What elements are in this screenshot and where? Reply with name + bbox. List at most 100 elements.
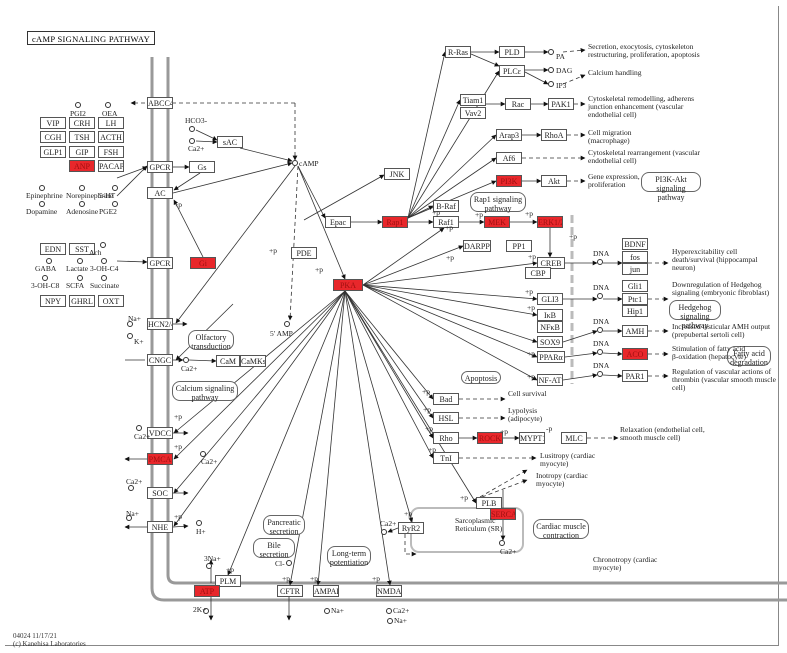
compound-ca[interactable] [128, 485, 134, 491]
compound-oea[interactable] [105, 102, 111, 108]
gene-node-jnk[interactable]: JNK [384, 168, 410, 180]
gene-node-pld[interactable]: PLD [499, 46, 525, 58]
gene-node-epac[interactable]: Epac [325, 216, 351, 228]
gene-node-ampar[interactable]: AMPAR [313, 585, 339, 597]
compound-cl[interactable] [286, 560, 292, 566]
pathway-link-ltp[interactable]: Long-term potentiation [327, 546, 371, 567]
gene-node-rock[interactable]: ROCK [477, 432, 503, 444]
gene-node-0[interactable]: CGH [40, 131, 66, 143]
gene-node-hsl[interactable]: HSL [433, 412, 459, 424]
gene-node-cngc[interactable]: CNGC [147, 354, 173, 366]
compound-circle[interactable] [112, 185, 118, 191]
gene-node-cbp[interactable]: CBP [525, 267, 551, 279]
compound-circle[interactable] [79, 201, 85, 207]
gene-node-ppara[interactable]: PPARα [537, 351, 565, 363]
gene-node-fos[interactable]: fos [622, 251, 648, 263]
gene-node-1[interactable]: TSH [69, 131, 95, 143]
gene-node-plm[interactable]: PLM [215, 575, 241, 587]
pathway-link-pi3k[interactable]: PI3K-Akt signaling pathway [641, 172, 701, 202]
gene-node-pka[interactable]: PKA [333, 279, 363, 291]
compound-na[interactable] [387, 618, 393, 624]
pathway-link-apoptosis[interactable]: Apoptosis [461, 371, 501, 384]
compound-dag[interactable] [548, 67, 554, 73]
compound-ca[interactable] [200, 451, 206, 457]
gene-node-jun[interactable]: jun [622, 263, 648, 275]
gene-node-sac[interactable]: sAC [217, 136, 243, 148]
gene-node-mlc[interactable]: MLC [561, 432, 587, 444]
gene-node-ptc1[interactable]: Ptc1 [622, 293, 648, 305]
gene-node-gpcr2[interactable]: GPCR [147, 257, 173, 269]
gene-node-1[interactable]: SST [69, 243, 95, 255]
compound-k[interactable] [127, 333, 133, 339]
compound-dna[interactable] [597, 349, 603, 355]
gene-node-nmdar[interactable]: NMDAR [376, 585, 402, 597]
compound-2k[interactable] [203, 608, 209, 614]
pathway-link-hedgehog[interactable]: Hedgehog signaling pathway [669, 300, 721, 330]
gene-node-2[interactable]: PACAP [98, 160, 124, 172]
gene-node-0[interactable]: GLP1 [40, 146, 66, 158]
pathway-link-bile[interactable]: Bile secretion [253, 538, 295, 559]
compound-dna[interactable] [597, 293, 603, 299]
compound-na[interactable] [127, 321, 133, 327]
compound-circle[interactable] [77, 275, 83, 281]
pathway-link-cardiac[interactable]: Cardiac muscle contraction [533, 519, 589, 540]
gene-node-pde[interactable]: PDE [291, 247, 317, 259]
gene-node-2[interactable]: OXT [98, 295, 124, 307]
gene-node-erk[interactable]: ERK1/2 [537, 216, 563, 228]
gene-node-par1[interactable]: PAR1 [622, 370, 648, 382]
compound-ca[interactable] [386, 608, 392, 614]
compound-ca[interactable] [183, 357, 189, 363]
compound-ip3[interactable] [548, 81, 554, 87]
gene-node-pp1[interactable]: PP1 [506, 240, 532, 252]
gene-node-soc[interactable]: SOC [147, 487, 173, 499]
gene-node-pi3k[interactable]: PI3K [496, 175, 522, 187]
gene-node-raf1[interactable]: Raf1 [433, 216, 459, 228]
gene-node-rap1[interactable]: Rap1 [382, 216, 408, 228]
compound-circle[interactable] [77, 258, 83, 264]
pathway-link-pancreatic[interactable]: Pancreatic secretion [263, 515, 305, 536]
gene-node-gli1[interactable]: Gli1 [622, 280, 648, 292]
gene-node-vav2[interactable]: Vav2 [460, 107, 486, 119]
compound-dna[interactable] [597, 327, 603, 333]
gene-node-1[interactable]: CRH [69, 117, 95, 129]
gene-node-atp[interactable]: ATP [194, 585, 220, 597]
gene-node-0[interactable]: EDN [40, 243, 66, 255]
pathway-link-olfactory[interactable]: Olfactory transduction [188, 330, 234, 351]
gene-node-2[interactable]: FSH [98, 146, 124, 158]
gene-node-nhe[interactable]: NHE [147, 521, 173, 533]
gene-node-rho[interactable]: Rho [433, 432, 459, 444]
gene-node-rac[interactable]: Rac [505, 98, 531, 110]
gene-node-akt[interactable]: Akt [541, 175, 567, 187]
gene-node-1[interactable]: ANP [69, 160, 95, 172]
gene-node-abcc4[interactable]: ABCC4 [147, 97, 173, 109]
pathway-link-rap1[interactable]: Rap1 signaling pathway [470, 192, 526, 213]
gene-node-plb[interactable]: PLB [476, 497, 502, 509]
gene-node-pak1[interactable]: PAK1 [548, 98, 574, 110]
compound-na[interactable] [126, 515, 132, 521]
gene-node-aco[interactable]: ACO [622, 348, 648, 360]
compound-ca[interactable] [136, 425, 142, 431]
gene-node-ikb[interactable]: IκB [537, 309, 563, 321]
gene-node-rras[interactable]: R-Ras [445, 46, 471, 58]
gene-node-pmca[interactable]: PMCA [147, 453, 173, 465]
compound-ca[interactable] [381, 529, 387, 535]
gene-node-hcn[interactable]: HCN2/4 [147, 318, 173, 330]
gene-node-hip1[interactable]: Hip1 [622, 305, 648, 317]
gene-node-af6[interactable]: Af6 [496, 152, 522, 164]
gene-node-cftr[interactable]: CFTR [277, 585, 303, 597]
gene-node-bdnf[interactable]: BDNF [622, 238, 648, 250]
compound-camp[interactable] [292, 160, 298, 166]
compound-circle[interactable] [101, 258, 107, 264]
compound-circle[interactable] [112, 201, 118, 207]
gene-node-serca[interactable]: SERCA2a [490, 508, 516, 520]
compound-circle[interactable] [39, 201, 45, 207]
pathway-link-calcium[interactable]: Calcium signaling pathway [172, 381, 238, 402]
compound-circle[interactable] [42, 275, 48, 281]
gene-node-sox9[interactable]: SOX9 [537, 336, 563, 348]
gene-node-amh[interactable]: AMH [622, 325, 648, 337]
gene-node-1[interactable]: GIP [69, 146, 95, 158]
gene-node-rhoa[interactable]: RhoA [541, 129, 567, 141]
compound-na[interactable] [324, 608, 330, 614]
gene-node-tiam1[interactable]: Tiam1 [460, 94, 486, 106]
compound-h[interactable] [196, 520, 202, 526]
